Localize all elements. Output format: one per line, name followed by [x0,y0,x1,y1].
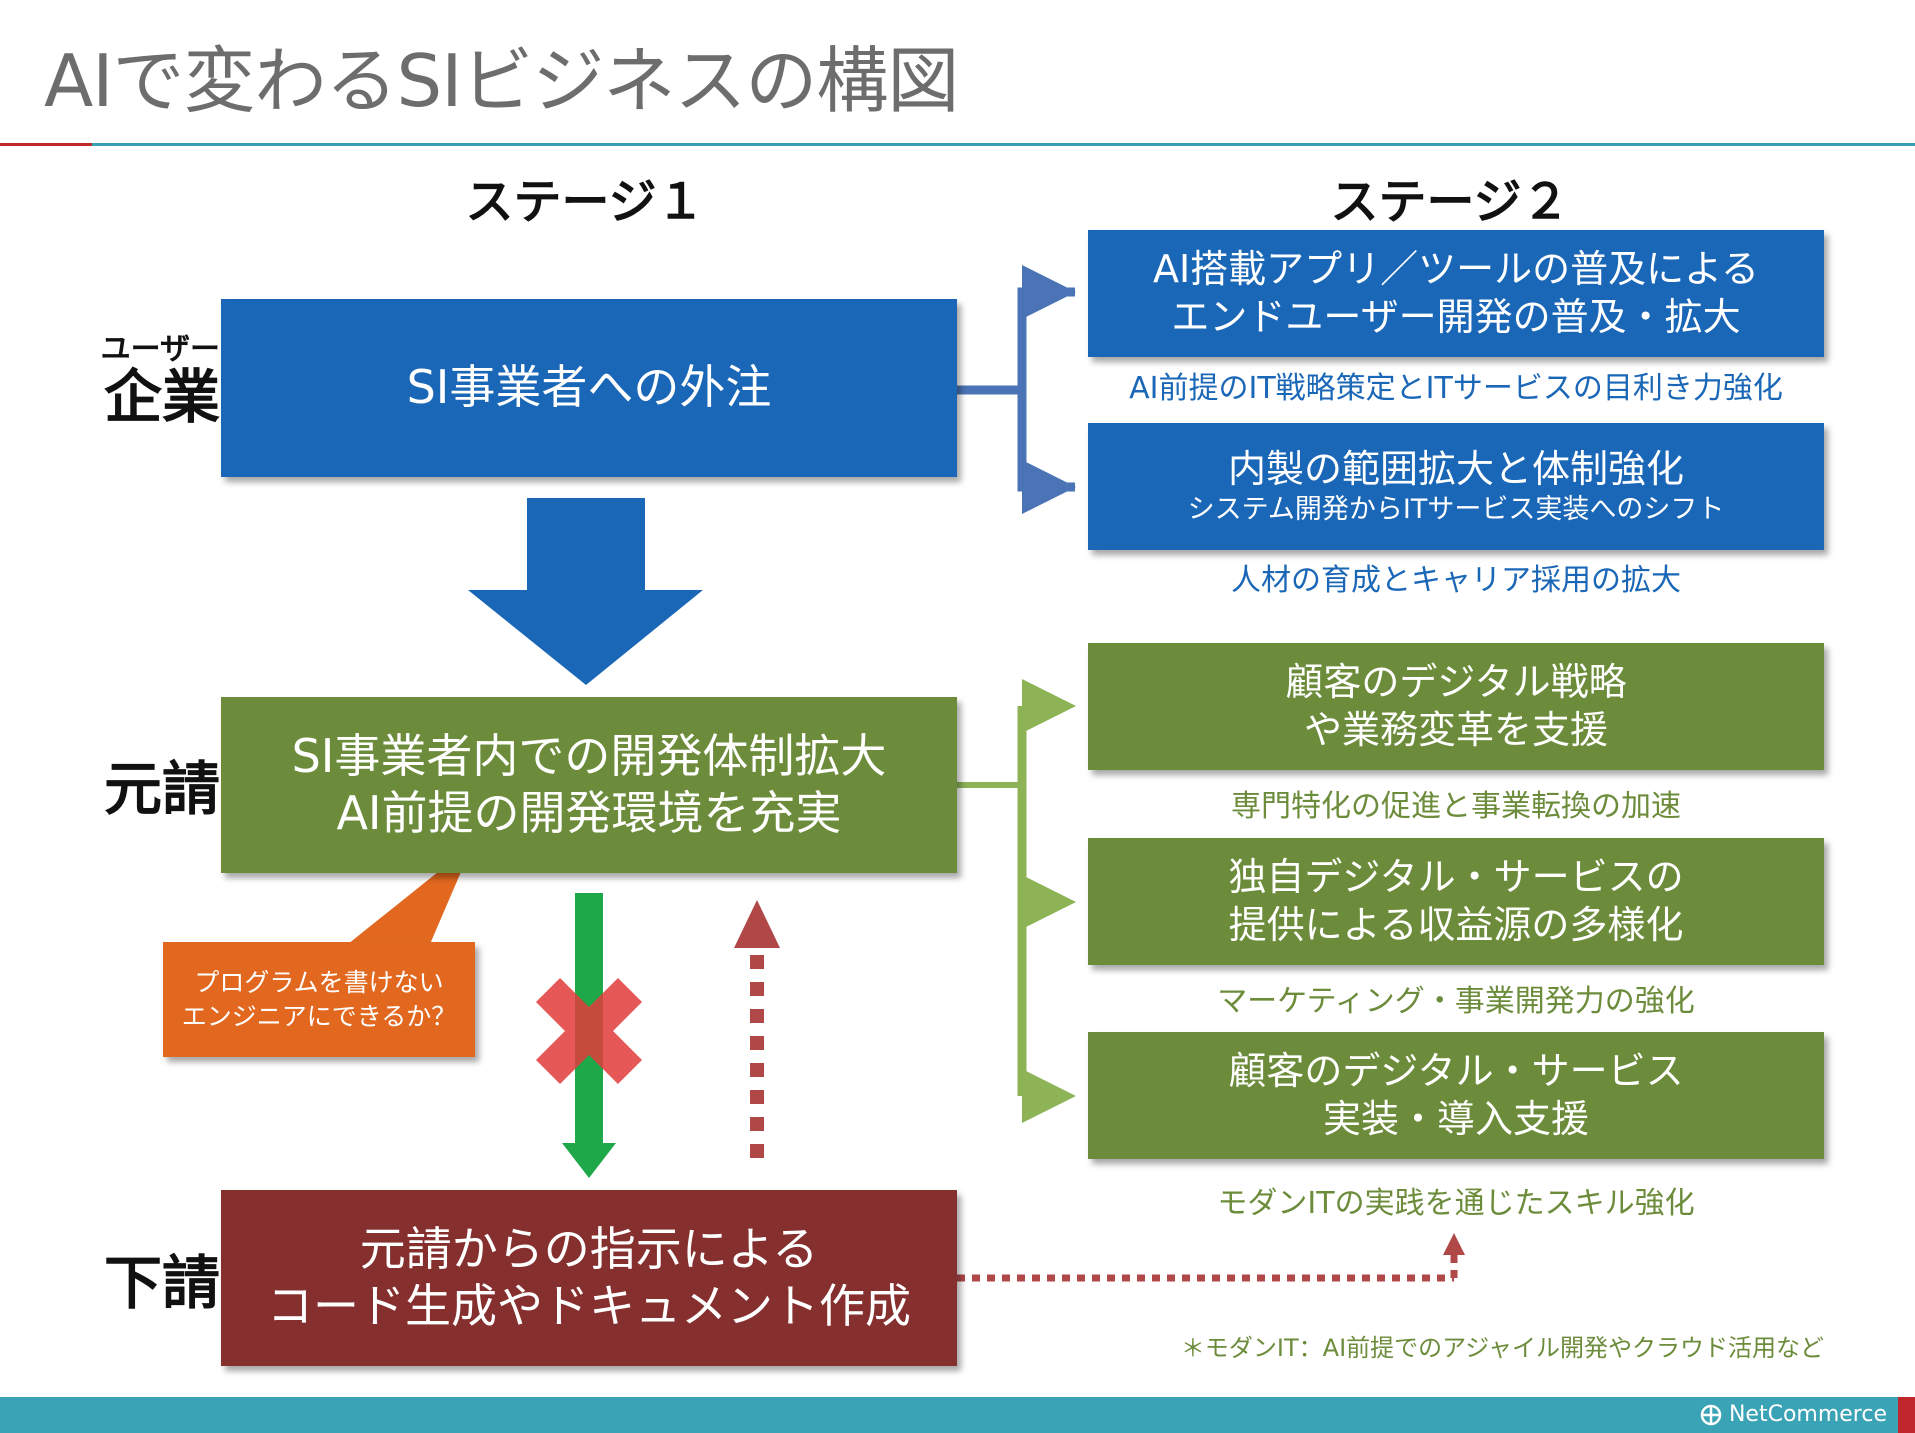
logo-icon [1700,1404,1722,1425]
stage2-user-box-1-line-2: エンドユーザー開発の普及・拡大 [1171,294,1741,339]
stage2-user-box-2-sub: システム開発からITサービス実装へのシフト [1187,494,1725,526]
page-title: AIで変わるSIビジネスの構図 [44,39,959,123]
stage2-prime-box-2-line-1: 独自デジタル・サービスの [1228,855,1684,899]
stage2-prime-box-1: 顧客のデジタル戦略 や業務変革を支援 [1088,643,1824,770]
stage2-prime-box-1-line-1: 顧客のデジタル戦略 [1285,660,1627,704]
prime-row-bracket [957,679,1076,1123]
company-logo: NetCommerce [1699,1402,1887,1427]
stage2-prime-box-2: 独自デジタル・サービスの 提供による収益源の多様化 [1088,838,1824,965]
stage2-prime-box-3-line-1: 顧客のデジタル・サービス [1228,1049,1684,1093]
stage2-prime-box-2-line-2: 提供による収益源の多様化 [1228,902,1684,947]
stage2-heading: ステージ２ [1330,174,1570,230]
footer-bar [0,1397,1915,1433]
stage2-prime-box-3: 顧客のデジタル・サービス 実装・導入支援 [1088,1032,1824,1159]
footnote: ＊モダンIT：AI前提でのアジャイル開発やクラウド活用など [1180,1334,1824,1362]
row-label-prime: 元請 [103,755,220,823]
stage2-prime-note-1: 専門特化の促進と事業転換の加速 [1231,789,1681,824]
outsourcing-box: SI事業者への外注 [221,299,957,477]
stage2-prime-note-2: マーケティング・事業開発力の強化 [1217,984,1695,1019]
footer-accent [1898,1397,1915,1433]
row-label-sub: 下請 [103,1249,220,1317]
prime-dev-line-1: SI事業者内での開発体制拡大 [291,728,887,783]
prime-dev-box: SI事業者内での開発体制拡大 AI前提の開発環境を充実 [221,697,957,873]
stage2-user-box-1: AI搭載アプリ／ツールの普及による エンドユーザー開発の普及・拡大 [1088,230,1824,357]
stage2-user-box-2: 内製の範囲拡大と体制強化 システム開発からITサービス実装へのシフト [1088,423,1824,550]
user-row-bracket [957,265,1076,514]
dotted-sub-to-stage2 [957,1233,1465,1282]
prime-dev-line-2: AI前提の開発環境を充実 [336,786,842,840]
stage2-prime-box-1-line-2: や業務変革を支援 [1303,707,1608,752]
stage2-prime-note-3: モダンITの実践を通じたスキル強化 [1217,1186,1695,1221]
sub-work-line-2: コード生成やドキュメント作成 [267,1279,911,1333]
row-label-user: ユーザー 企業 [40,333,220,430]
callout-line-1: プログラムを書けない [194,967,444,997]
row-label-user-small: ユーザー [100,332,220,367]
callout-box: プログラムを書けない エンジニアにできるか？ [163,942,475,1057]
sub-work-box: 元請からの指示による コード生成やドキュメント作成 [221,1190,957,1366]
stage2-user-note-2: 人材の育成とキャリア採用の拡大 [1231,563,1681,598]
logo-text: NetCommerce [1728,1402,1887,1427]
stage1-heading: ステージ１ [465,174,705,230]
big-down-arrow [468,498,703,685]
sub-work-line-1: 元請からの指示による [359,1221,819,1276]
callout-line-2: エンジニアにできるか？ [181,1001,457,1031]
row-label-user-big: 企業 [103,363,220,431]
dotted-up-arrow [734,900,780,1168]
outsourcing-box-text: SI事業者への外注 [406,360,772,415]
title-rule-accent [0,143,92,146]
stage2-prime-box-3-line-2: 実装・導入支援 [1322,1096,1589,1141]
title-rule [92,143,1915,146]
stage2-user-note-1: AI前提のIT戦略策定とITサービスの目利き力強化 [1129,371,1783,406]
cross-icon [535,977,643,1085]
stage2-user-box-2-line-1: 内製の範囲拡大と体制強化 [1227,446,1684,491]
stage2-user-box-1-line-1: AI搭載アプリ／ツールの普及による [1152,247,1760,291]
